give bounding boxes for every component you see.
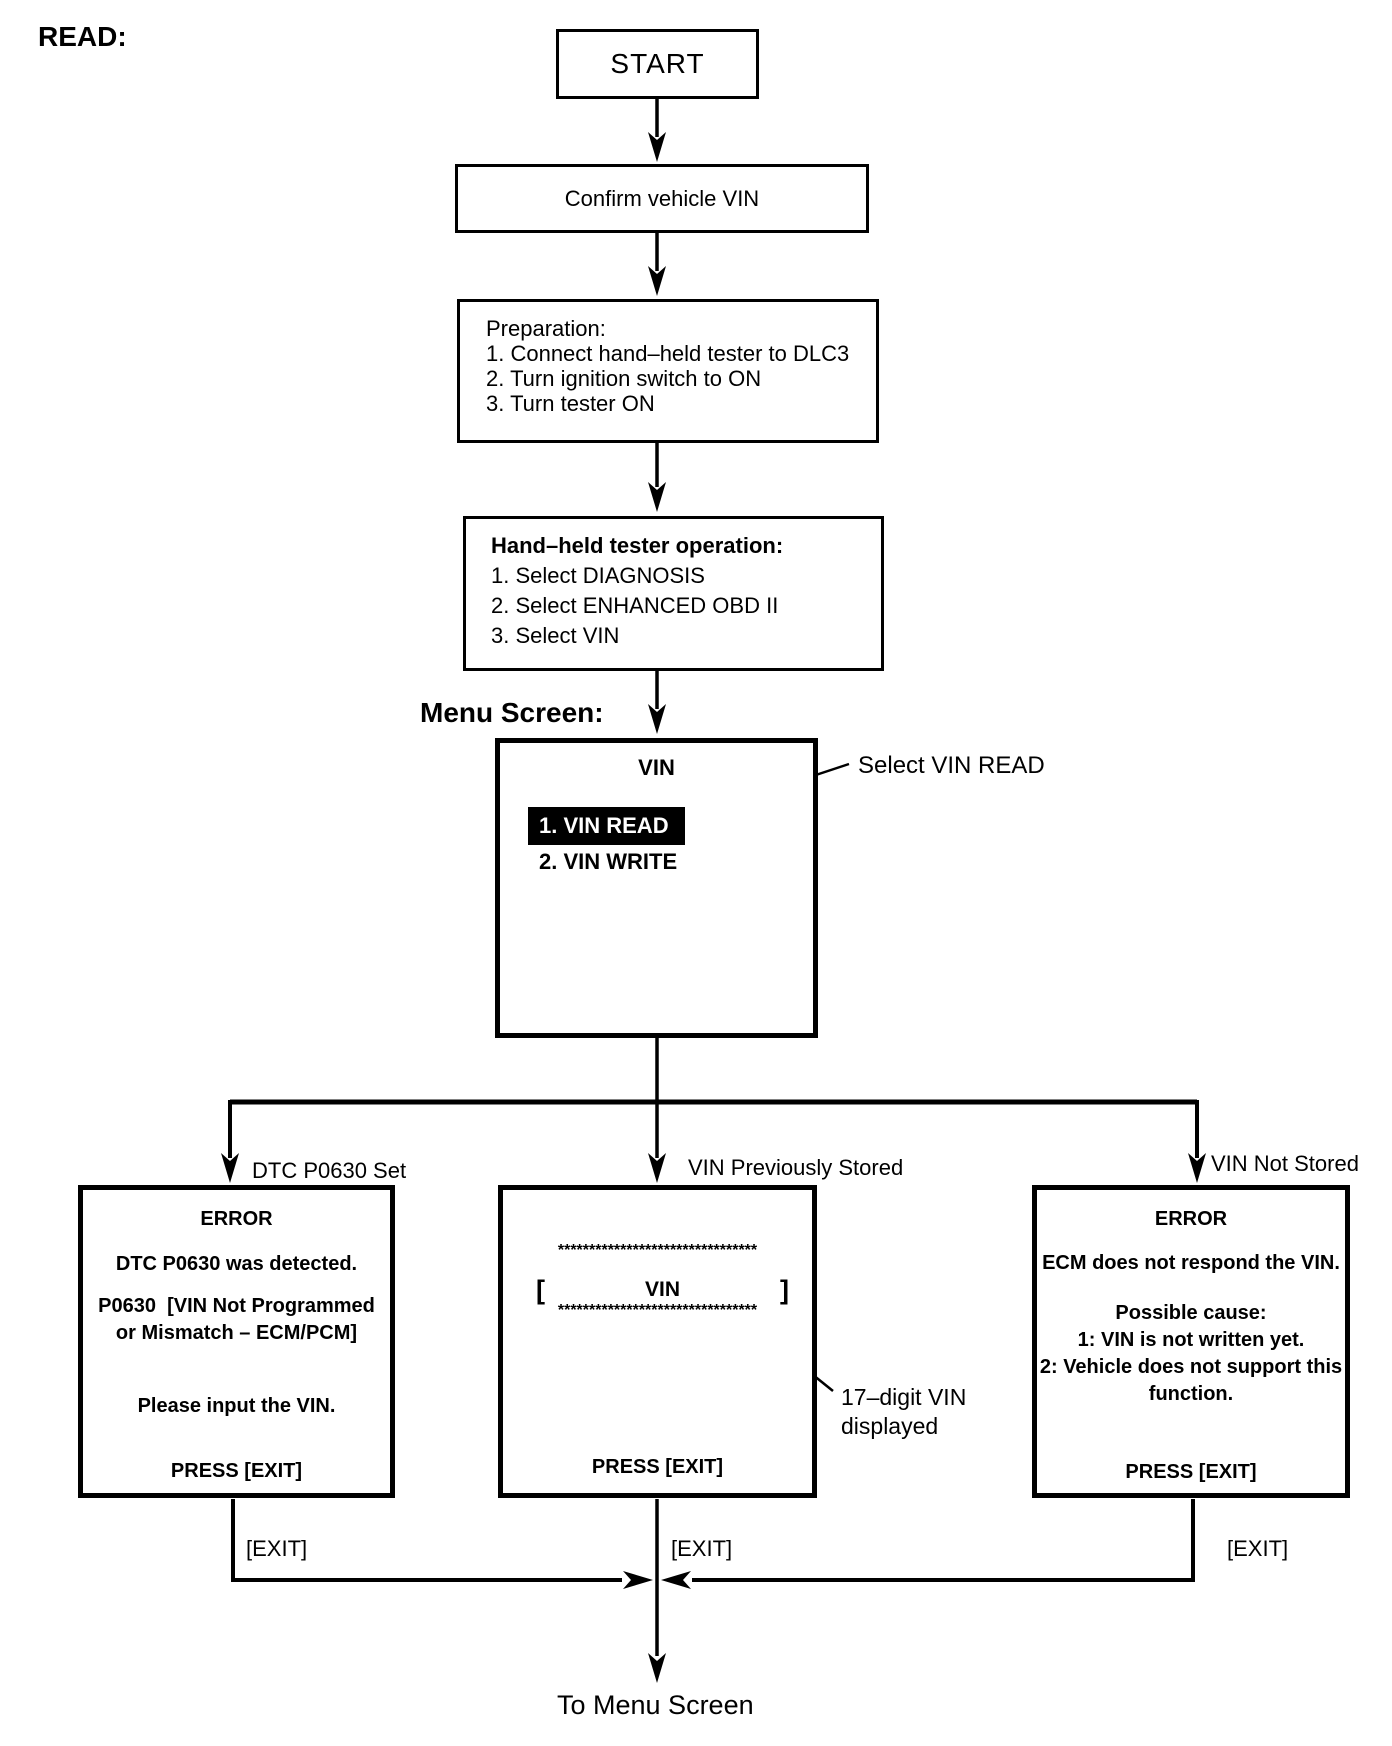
arrowhead-right-icon bbox=[623, 1571, 653, 1589]
vin-menu-title: VIN bbox=[638, 755, 675, 780]
start-label: START bbox=[610, 48, 705, 79]
error-line: Please input the VIN. bbox=[137, 1395, 336, 1417]
arrowhead-down-icon bbox=[648, 1653, 666, 1683]
arrowhead-down-icon bbox=[1188, 1153, 1206, 1183]
error-screen-vin-not-stored: ERROR ECM does not respond the VIN. Poss… bbox=[1032, 1185, 1350, 1498]
error-line: function. bbox=[1148, 1383, 1234, 1405]
error-line: ECM does not respond the VIN. bbox=[1042, 1252, 1340, 1274]
menu-screen-heading: Menu Screen: bbox=[420, 697, 604, 728]
arrowhead-down-icon bbox=[221, 1153, 239, 1183]
preparation-step: 3. Turn tester ON bbox=[486, 391, 655, 416]
start-node: START bbox=[556, 29, 759, 99]
exit-label-left: [EXIT] bbox=[246, 1536, 308, 1561]
asterisk-row: ******************************** bbox=[557, 1242, 758, 1259]
vin-menu-screen: VIN 1. VIN READ 2. VIN WRITE bbox=[495, 738, 818, 1038]
exit-label-right: [EXIT] bbox=[1227, 1536, 1289, 1561]
callout-line-1: 17–digit VIN bbox=[841, 1384, 967, 1410]
arrowhead-down-icon bbox=[648, 1153, 666, 1183]
error-line: or Mismatch – ECM/PCM] bbox=[115, 1322, 358, 1344]
preparation-node: Preparation: 1. Connect hand–held tester… bbox=[457, 299, 879, 443]
error-line: P0630 [VIN Not Programmed bbox=[98, 1295, 375, 1317]
menu-item-vin-read-label: 1. VIN READ bbox=[539, 813, 669, 838]
preparation-step: 1. Connect hand–held tester to DLC3 bbox=[486, 341, 850, 366]
error-line: 1: VIN is not written yet. bbox=[1077, 1329, 1305, 1351]
error-line: DTC P0630 was detected. bbox=[115, 1253, 358, 1275]
select-vin-read-callout: Select VIN READ bbox=[858, 752, 1045, 779]
bracket-open: [ bbox=[536, 1274, 545, 1305]
vin-display-row: [ VIN ] bbox=[536, 1274, 789, 1306]
preparation-title: Preparation: bbox=[486, 316, 606, 341]
tester-operation-node: Hand–held tester operation: 1. Select DI… bbox=[463, 516, 884, 671]
tester-operation-title: Hand–held tester operation: bbox=[491, 533, 784, 558]
confirm-vin-node: Confirm vehicle VIN bbox=[455, 164, 869, 233]
read-heading: READ: bbox=[38, 21, 127, 52]
branch-label-vin-previously-stored: VIN Previously Stored bbox=[688, 1155, 904, 1180]
vin-stored-screen: ******************************** [ VIN ]… bbox=[498, 1185, 817, 1498]
error-line: 2: Vehicle does not support this bbox=[1039, 1356, 1343, 1378]
asterisk-row: ******************************** bbox=[557, 1302, 758, 1319]
press-exit-label: PRESS [EXIT] bbox=[591, 1456, 724, 1478]
arrowhead-down-icon bbox=[648, 266, 666, 296]
arrowhead-left-icon bbox=[661, 1571, 691, 1589]
branch-label-vin-not-stored: VIN Not Stored bbox=[1211, 1151, 1359, 1176]
callout-line-2: displayed bbox=[841, 1413, 939, 1439]
arrowhead-down-icon bbox=[648, 482, 666, 512]
tester-operation-step: 1. Select DIAGNOSIS bbox=[491, 563, 705, 588]
vin-display-label: VIN bbox=[644, 1278, 680, 1301]
exit-right-path bbox=[692, 1499, 1195, 1582]
to-menu-screen-label: To Menu Screen bbox=[557, 1690, 754, 1720]
menu-item-vin-write: 2. VIN WRITE bbox=[539, 849, 677, 875]
error-line: Possible cause: bbox=[1115, 1302, 1267, 1324]
press-exit-label: PRESS [EXIT] bbox=[170, 1460, 303, 1482]
arrowhead-down-icon bbox=[648, 704, 666, 734]
arrowhead-down-icon bbox=[648, 132, 666, 162]
exit-left-path bbox=[231, 1499, 622, 1582]
tester-operation-step: 2. Select ENHANCED OBD II bbox=[491, 593, 779, 618]
press-exit-label: PRESS [EXIT] bbox=[1125, 1461, 1257, 1483]
menu-item-vin-write-label: 2. VIN WRITE bbox=[539, 849, 678, 874]
17-digit-vin-callout: 17–digit VIN displayed bbox=[841, 1383, 966, 1441]
error-title: ERROR bbox=[200, 1208, 273, 1230]
menu-item-vin-read: 1. VIN READ bbox=[528, 807, 685, 845]
exit-label-middle: [EXIT] bbox=[671, 1536, 733, 1561]
confirm-vin-label: Confirm vehicle VIN bbox=[564, 185, 760, 211]
error-screen-dtc-p0630: ERROR DTC P0630 was detected. P0630 [VIN… bbox=[78, 1185, 395, 1498]
error-title: ERROR bbox=[1154, 1208, 1228, 1230]
tester-operation-step: 3. Select VIN bbox=[491, 623, 620, 648]
bracket-close: ] bbox=[779, 1274, 789, 1305]
branch-label-dtc-p0630: DTC P0630 Set bbox=[252, 1158, 407, 1183]
preparation-step: 2. Turn ignition switch to ON bbox=[486, 366, 762, 391]
